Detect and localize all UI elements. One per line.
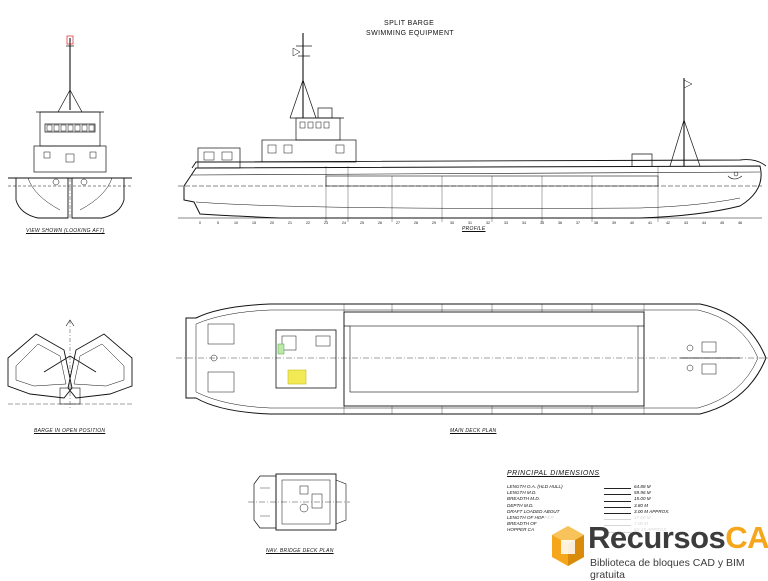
frame-number: 5: [217, 221, 219, 225]
frame-number: 26: [378, 221, 382, 225]
frame-number: 46: [738, 221, 742, 225]
frame-number: 34: [522, 221, 526, 225]
frame-number: 43: [684, 221, 688, 225]
frame-number: 25: [360, 221, 364, 225]
bridge-deck-drawing: [248, 473, 350, 531]
frame-number: 44: [702, 221, 706, 225]
dimensions-title: PRINCIPAL DIMENSIONS: [507, 470, 600, 477]
frame-number: 27: [396, 221, 400, 225]
drawing-title: SPLIT BARGE: [384, 20, 435, 27]
frame-number: 10: [234, 221, 238, 225]
aft-view-drawing: [8, 35, 132, 220]
frame-number: 28: [414, 221, 418, 225]
brand-tagline: Biblioteca de bloques CAD y BIM gratuita: [590, 557, 745, 581]
frame-number: 38: [594, 221, 598, 225]
caption-bridge-deck: NAV. BRIDGE DECK PLAN: [266, 548, 334, 554]
recursoscad-logo[interactable]: RecursosCAD Biblioteca de bloques CAD y …: [544, 516, 768, 581]
frame-number: 23: [324, 221, 328, 225]
frame-number: 41: [648, 221, 652, 225]
frame-number: 15: [252, 221, 256, 225]
brand-name: RecursosCAD: [588, 520, 768, 555]
cube-logo-icon: [552, 526, 584, 566]
frame-number: 32: [486, 221, 490, 225]
frame-number: 29: [432, 221, 436, 225]
frame-number: 39: [612, 221, 616, 225]
drawing-subtitle: SWIMMING EQUIPMENT: [366, 30, 455, 37]
frame-number: 40: [630, 221, 634, 225]
open-position-drawing: [7, 319, 133, 410]
frame-number: 33: [504, 221, 508, 225]
caption-main-deck: MAIN DECK PLAN: [450, 428, 497, 434]
frame-number: 24: [342, 221, 346, 225]
dimension-row: BREADTH M.D.15.00 M: [507, 496, 651, 502]
frame-number: 21: [288, 221, 292, 225]
caption-open-position: BARGE IN OPEN POSITION: [34, 428, 106, 434]
caption-profile: PROFILE: [462, 226, 486, 232]
frame-number: 31: [468, 221, 472, 225]
dimension-row: LENGTH O.A. (HLD HULL)64.88 M: [507, 484, 651, 490]
profile-drawing: [178, 33, 767, 222]
frame-number: 35: [540, 221, 544, 225]
frame-number: 30: [450, 221, 454, 225]
profile-frame-numbers: 0 5 10 15 20 21 22 23 24 25 26 27 28 29 30 31 32 33 34 35 36…: [199, 221, 742, 225]
frame-number: 36: [558, 221, 562, 225]
main-deck-drawing: [176, 303, 768, 415]
frame-number: 45: [720, 221, 724, 225]
dimension-row: DEPTH M.D.3.80 M: [507, 502, 649, 508]
dimension-row: LENGTH M.D.59.96 M: [507, 490, 651, 496]
frame-number: 22: [306, 221, 310, 225]
frame-number: 20: [270, 221, 274, 225]
frame-number: 37: [576, 221, 580, 225]
frame-number: 0: [199, 221, 201, 225]
caption-aft-view: VIEW SHOWN (LOOKING AFT): [26, 228, 105, 234]
frame-number: 42: [666, 221, 670, 225]
